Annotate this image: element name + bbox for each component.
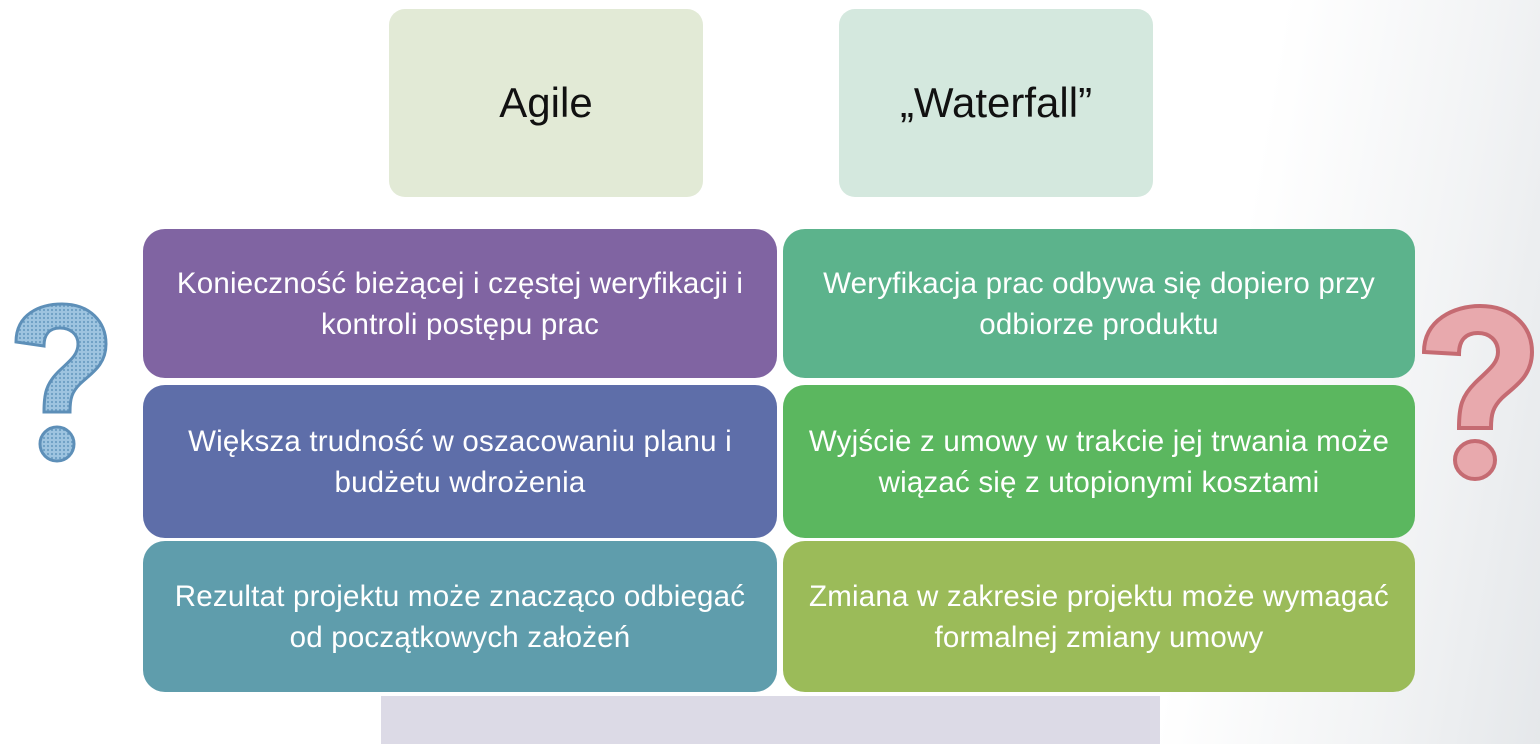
agile-item-2-text: Większa trudność w oszacowaniu planu i b…	[188, 424, 732, 499]
agile-header-label: Agile	[499, 79, 593, 126]
waterfall-item-1: Weryfikacja prac odbywa się dopiero przy…	[783, 229, 1415, 378]
question-mark-icon-right	[1421, 303, 1535, 481]
agile-item-1-text: Konieczność bieżącej i częstej weryfikac…	[176, 266, 744, 341]
agile-item-3: Rezultat projektu może znacząco odbiegać…	[143, 541, 777, 692]
agile-item-2: Większa trudność w oszacowaniu planu i b…	[143, 385, 777, 538]
waterfall-item-2-text: Wyjście z umowy w trakcie jej trwania mo…	[808, 424, 1390, 499]
bottom-box	[381, 696, 1160, 744]
agile-item-1: Konieczność bieżącej i częstej weryfikac…	[143, 229, 777, 378]
waterfall-item-3: Zmiana w zakresie projektu może wymagać …	[783, 541, 1415, 692]
waterfall-header: „Waterfall”	[839, 9, 1153, 197]
agile-item-3-text: Rezultat projektu może znacząco odbiegać…	[174, 579, 746, 654]
waterfall-item-1-text: Weryfikacja prac odbywa się dopiero przy…	[823, 266, 1375, 341]
agile-header: Agile	[389, 9, 703, 197]
waterfall-header-label: „Waterfall”	[899, 79, 1093, 126]
question-mark-icon-left	[14, 302, 108, 463]
waterfall-item-2: Wyjście z umowy w trakcie jej trwania mo…	[783, 385, 1415, 538]
waterfall-item-3-text: Zmiana w zakresie projektu może wymagać …	[809, 579, 1389, 654]
